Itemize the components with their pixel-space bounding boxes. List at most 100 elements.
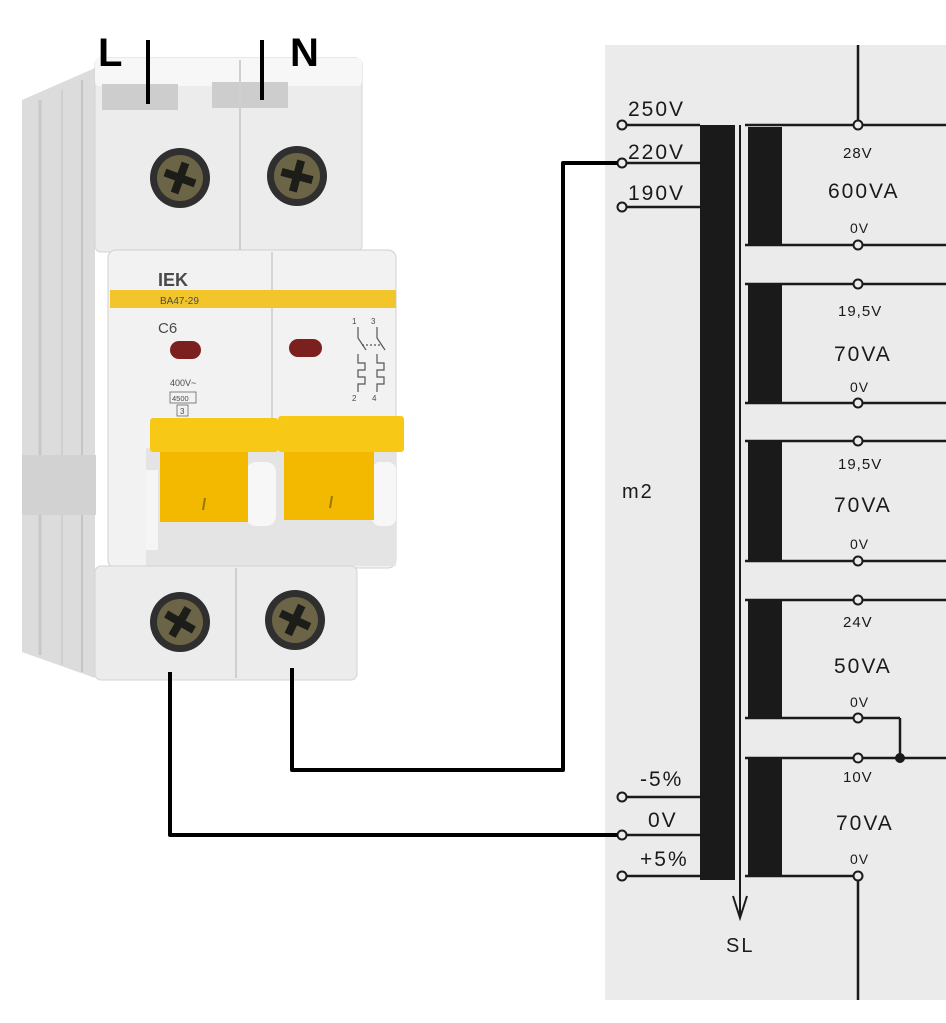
- secondary-4-voltage: 24V: [843, 614, 873, 631]
- terminal-screw-top-right: [267, 146, 327, 206]
- terminal-28v: [852, 119, 864, 131]
- top-terminal-cap: [95, 58, 362, 86]
- secondary-winding-2: [748, 285, 782, 403]
- secondary-3-common: 0V: [850, 536, 869, 552]
- secondary-5-power: 70VA: [836, 812, 894, 835]
- terminal-24v: [852, 594, 864, 606]
- wire-slot-left: [102, 84, 178, 110]
- primary-leads: [626, 123, 700, 878]
- terminal-19v-a: [852, 278, 864, 290]
- terminal-28v-0v: [852, 239, 864, 251]
- secondary-3-voltage: 19,5V: [838, 456, 882, 473]
- toggle-lever-left: [150, 418, 278, 522]
- breaker-side-panel: [22, 68, 95, 678]
- status-indicator-right: [289, 339, 322, 357]
- brand-logo: IEK: [158, 270, 188, 290]
- secondary-4-common: 0V: [850, 694, 869, 710]
- line-label: L: [98, 31, 122, 75]
- terminal-minus5: [616, 791, 628, 803]
- secondary-4-power: 50VA: [834, 655, 892, 678]
- secondary-winding-3: [748, 441, 782, 561]
- wire-breaker-to-220v-tap: [290, 161, 618, 772]
- tap-label-220v: 220V: [628, 141, 685, 164]
- toggle-guard-right: [372, 462, 396, 526]
- terminal-19v-b: [852, 435, 864, 447]
- terminal-screw-bottom-right: [265, 590, 325, 650]
- terminal-plus5: [616, 870, 628, 882]
- terminal-screw-top-left: [150, 148, 210, 208]
- toggle-mark: [202, 497, 206, 511]
- breaking-capacity-box: [169, 391, 197, 404]
- symbol-pole-left: [357, 327, 367, 392]
- secondary-leads: [745, 45, 946, 1000]
- toggle-guard-left: [146, 470, 158, 550]
- terminal-19v-b-0v: [852, 555, 864, 567]
- terminal-10v: [852, 752, 864, 764]
- screw-slot: [164, 606, 196, 638]
- transformer-schematic: 250V 220V 190V m2 -5% 0V +5% SL: [605, 45, 946, 1000]
- model-label: BA47-29: [160, 296, 199, 307]
- secondary-1-voltage: 28V: [843, 145, 873, 162]
- adjust-label-minus5: -5%: [640, 768, 683, 791]
- core-label: m2: [622, 481, 654, 503]
- secondary-2-power: 70VA: [834, 343, 892, 366]
- toggle-guard-mid: [246, 462, 276, 526]
- secondary-terminals: [852, 119, 864, 882]
- secondary-1-common: 0V: [850, 220, 869, 236]
- tap-label-250v: 250V: [628, 98, 685, 121]
- toggle-front-face: [284, 452, 374, 520]
- secondary-5-common: 0V: [850, 851, 869, 867]
- secondary-1-power: 600VA: [828, 180, 900, 203]
- shield-arrow-icon: [732, 895, 748, 922]
- secondary-2-voltage: 19,5V: [838, 303, 882, 320]
- toggle-top-face: [278, 416, 404, 452]
- terminal-10v-0v: [852, 870, 864, 882]
- neutral-label: N: [290, 31, 319, 75]
- rated-voltage-label: 400V~: [170, 378, 196, 388]
- secondary-winding-4: [748, 600, 782, 718]
- terminal-250v: [616, 119, 628, 131]
- toggle-front-face: [160, 452, 248, 522]
- screw-slot: [280, 159, 314, 193]
- wire-breaker-to-0v-tap: [168, 672, 618, 837]
- secondary-winding-5: [748, 758, 782, 876]
- terminal-screw-bottom-left: [150, 592, 210, 652]
- shield-label: SL: [726, 935, 754, 957]
- status-indicator-left: [170, 341, 201, 359]
- tap-label-190v: 190V: [628, 182, 685, 205]
- class-label: 3: [180, 407, 185, 416]
- toggle-top-face: [150, 418, 278, 452]
- breaking-capacity-label: 4500: [172, 394, 189, 403]
- adjust-label-0v: 0V: [648, 809, 678, 832]
- screw-slot: [163, 161, 197, 195]
- junction-dot: [895, 753, 905, 763]
- wire-slot-right: [212, 82, 288, 108]
- toggle-lever-right: [278, 416, 404, 520]
- terminal-number-2: 2: [352, 394, 357, 403]
- terminal-19v-a-0v: [852, 397, 864, 409]
- terminal-number-4: 4: [372, 394, 377, 403]
- secondary-2-common: 0V: [850, 379, 869, 395]
- primary-winding: [700, 125, 735, 880]
- circuit-breaker: IEK BA47-29 C6 400V~ 4500 3 1 3 2 4: [22, 57, 404, 681]
- screw-slot: [278, 603, 312, 637]
- terminal-0v: [616, 829, 628, 841]
- din-rail-clip: [22, 455, 96, 515]
- secondary-5-voltage: 10V: [843, 769, 873, 786]
- terminal-220v: [616, 157, 628, 169]
- secondary-3-power: 70VA: [834, 494, 892, 517]
- adjust-label-plus5: +5%: [640, 848, 689, 871]
- terminal-number-1: 1: [352, 317, 357, 326]
- secondary-winding-1: [748, 127, 782, 245]
- toggle-mark: [329, 495, 333, 509]
- terminal-number-3: 3: [371, 317, 376, 326]
- terminal-24v-0v: [852, 712, 864, 724]
- symbol-pole-right: [376, 327, 386, 392]
- curve-rating-label: C6: [158, 320, 177, 337]
- breaker-circuit-symbol: [357, 327, 386, 392]
- class-box: [176, 404, 189, 417]
- yellow-stripe: [110, 290, 396, 308]
- terminal-190v: [616, 201, 628, 213]
- primary-terminals: [616, 119, 628, 882]
